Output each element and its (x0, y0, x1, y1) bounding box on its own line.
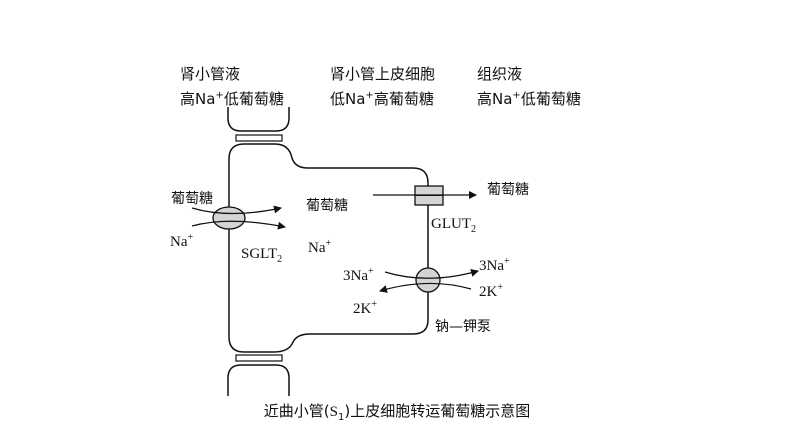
sodium-efflux-arrow (384, 269, 479, 279)
label-sglt2: SGLT2 (241, 246, 282, 265)
header-lumen-concentration: 高Na+低葡萄糖 (180, 90, 284, 108)
header-cell-concentration: 低Na+高葡萄糖 (330, 90, 434, 108)
label-glucose-cell: 葡萄糖 (306, 198, 348, 214)
header-lumen: 肾小管液 高Na+低葡萄糖 (180, 63, 284, 110)
header-tissue: 组织液 高Na+低葡萄糖 (477, 63, 581, 110)
sodium-influx-arrow (191, 220, 286, 230)
label-2k-cell: 2K+ (353, 299, 377, 317)
glucose-influx-arrow (191, 205, 282, 215)
header-tissue-concentration: 高Na+低葡萄糖 (477, 90, 581, 108)
header-lumen-title: 肾小管液 (180, 65, 241, 83)
label-glucose-lumen: 葡萄糖 (171, 191, 213, 207)
label-3na-tissue: 3Na+ (479, 256, 510, 274)
header-tissue-title: 组织液 (477, 65, 523, 83)
tight-junction-top (235, 134, 283, 142)
label-2k-tissue: 2K+ (479, 282, 503, 300)
figure-caption: 近曲小管(S1)上皮细胞转运葡萄糖示意图 (263, 402, 531, 423)
neighbor-cell-top (227, 107, 290, 132)
sglt2-transporter (212, 206, 246, 230)
neighbor-cell-bottom (227, 364, 290, 396)
header-cell: 肾小管上皮细胞 低Na+高葡萄糖 (330, 63, 435, 110)
label-na-cell: Na+ (308, 238, 332, 256)
epithelial-cell-outline (228, 143, 429, 353)
potassium-influx-arrow (379, 282, 472, 293)
label-3na-cell: 3Na+ (343, 266, 374, 284)
label-na-k-pump: 钠—钾泵 (435, 319, 491, 335)
label-glut2: GLUT2 (431, 216, 476, 235)
label-glucose-tissue: 葡萄糖 (487, 182, 529, 198)
na-k-pump (415, 267, 441, 293)
label-na-lumen: Na+ (170, 232, 194, 250)
tight-junction-bottom (235, 354, 283, 362)
header-cell-title: 肾小管上皮细胞 (330, 65, 436, 83)
